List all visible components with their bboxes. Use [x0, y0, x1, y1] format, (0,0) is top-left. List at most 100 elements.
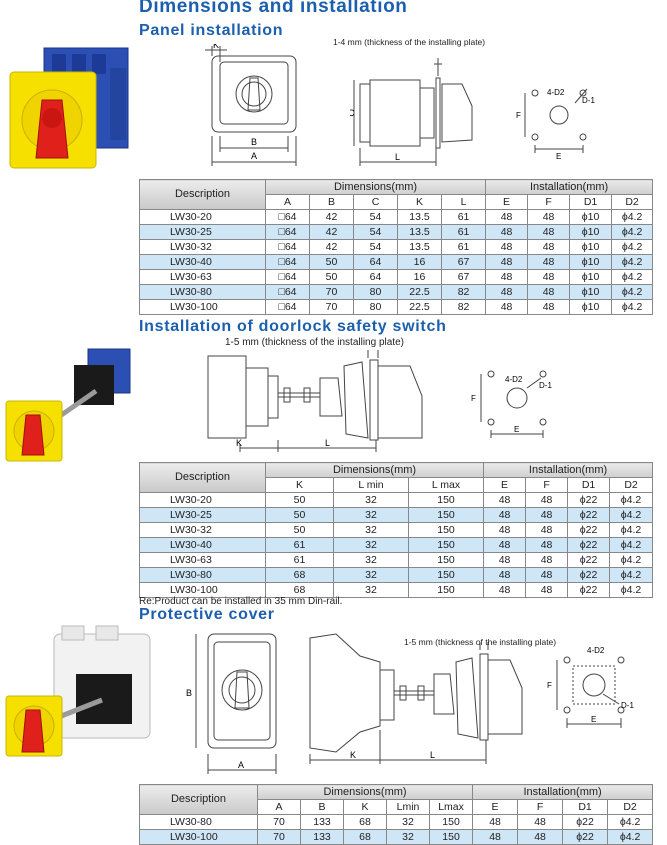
label-e: E: [514, 425, 519, 434]
value-cell: 50: [265, 507, 334, 523]
value-cell: ϕ22: [567, 567, 611, 583]
column-header: D1: [562, 799, 609, 815]
column-header: Lmax: [428, 799, 474, 815]
value-cell: ϕ4.2: [607, 814, 654, 830]
value-cell: ϕ4.2: [611, 299, 654, 315]
model-cell: LW30-40: [139, 537, 266, 553]
section-heading-panel-installation: Panel installation: [139, 22, 284, 39]
label-f: F: [471, 394, 476, 403]
value-cell: ϕ22: [562, 814, 609, 830]
column-header: K: [343, 799, 387, 815]
value-cell: ϕ4.2: [609, 507, 654, 523]
value-cell: 150: [428, 814, 474, 830]
model-cell: LW30-80: [139, 814, 258, 830]
value-cell: 82: [440, 284, 487, 300]
doorlock-switch-photo: [5, 348, 131, 462]
value-cell: 70: [257, 829, 301, 845]
label-f: F: [547, 681, 552, 690]
value-cell: 22.5: [397, 299, 442, 315]
value-cell: 48: [485, 224, 529, 240]
model-cell: LW30-100: [139, 582, 266, 598]
model-cell: LW30-32: [139, 522, 266, 538]
value-cell: ϕ22: [567, 537, 611, 553]
label-k: K: [350, 750, 356, 760]
value-cell: 48: [517, 814, 564, 830]
column-header: L: [440, 194, 487, 210]
value-cell: 48: [485, 284, 529, 300]
value-cell: 48: [483, 567, 527, 583]
value-cell: 48: [525, 552, 569, 568]
value-cell: 32: [386, 814, 430, 830]
value-cell: 48: [483, 552, 527, 568]
value-cell: 133: [300, 814, 344, 830]
column-header: A: [265, 194, 310, 210]
value-cell: ϕ10: [569, 284, 613, 300]
label-l: L: [430, 750, 435, 760]
value-cell: 22.5: [397, 284, 442, 300]
protective-cover-table: Description Dimensions(mm) Installation(…: [139, 784, 654, 845]
value-cell: 48: [525, 537, 569, 553]
column-header: B: [309, 194, 354, 210]
doorlock-hole-pattern-drawing: 4-D2 D-1 F E: [471, 370, 552, 438]
value-cell: 42: [309, 224, 354, 240]
protective-cover-switch-photo: [5, 625, 151, 757]
value-cell: □64: [265, 224, 310, 240]
value-cell: 150: [407, 522, 485, 538]
value-cell: 32: [333, 492, 409, 508]
value-cell: 48: [527, 239, 571, 255]
model-cell: LW30-20: [139, 209, 266, 225]
column-header: F: [517, 799, 564, 815]
column-header: L max: [407, 477, 485, 493]
value-cell: ϕ4.2: [609, 582, 654, 598]
dimensions-group-header: Dimensions(mm): [264, 462, 485, 478]
value-cell: 150: [407, 537, 485, 553]
label-4-d2: 4-D2: [587, 646, 605, 655]
label-d1: D-1: [621, 701, 634, 710]
value-cell: 150: [407, 507, 485, 523]
value-cell: 48: [483, 582, 527, 598]
installation-group-header: Installation(mm): [483, 462, 654, 478]
column-header: E: [485, 194, 529, 210]
value-cell: ϕ10: [569, 254, 613, 270]
column-header: K: [397, 194, 442, 210]
value-cell: □64: [265, 269, 310, 285]
value-cell: 61: [440, 209, 487, 225]
value-cell: 48: [483, 492, 527, 508]
value-cell: 48: [525, 522, 569, 538]
installation-group-header: Installation(mm): [485, 179, 654, 195]
value-cell: ϕ10: [569, 299, 613, 315]
value-cell: ϕ4.2: [611, 239, 654, 255]
value-cell: 68: [343, 814, 387, 830]
doorlock-side-view-drawing: K L: [207, 350, 423, 452]
panel-installation-table: Description Dimensions(mm) Installation(…: [139, 179, 654, 315]
value-cell: 80: [353, 284, 398, 300]
value-cell: ϕ22: [567, 492, 611, 508]
dimensions-group-header: Dimensions(mm): [264, 179, 487, 195]
value-cell: 48: [525, 582, 569, 598]
column-header: K: [265, 477, 334, 493]
value-cell: 48: [483, 522, 527, 538]
value-cell: 48: [485, 299, 529, 315]
description-header: Description: [139, 179, 266, 210]
label-k: K: [213, 44, 219, 50]
column-header: Lmin: [386, 799, 430, 815]
model-cell: LW30-32: [139, 239, 266, 255]
value-cell: 48: [483, 507, 527, 523]
label-k: K: [236, 438, 242, 448]
cover-hole-pattern-drawing: 4-D2 D-1 F E: [547, 646, 634, 728]
value-cell: 70: [257, 814, 301, 830]
column-header: D2: [607, 799, 654, 815]
value-cell: 54: [353, 224, 398, 240]
column-header: A: [257, 799, 301, 815]
value-cell: 61: [440, 224, 487, 240]
value-cell: ϕ4.2: [609, 522, 654, 538]
model-cell: LW30-100: [139, 299, 266, 315]
